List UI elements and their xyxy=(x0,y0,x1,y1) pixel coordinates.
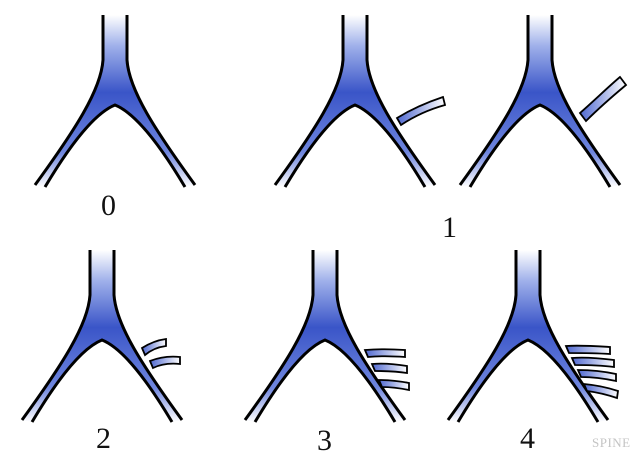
branch-vein xyxy=(566,346,610,354)
branch-vein xyxy=(365,349,405,357)
grade-label: 2 xyxy=(96,422,111,452)
grade-label: 1 xyxy=(442,211,457,244)
branch-vein xyxy=(142,339,166,355)
panel-grade-4: 4 xyxy=(448,250,618,452)
branch-vein xyxy=(397,97,445,125)
panel-grade-1-variant-b: 1 xyxy=(442,15,626,244)
branch-vein xyxy=(372,364,407,373)
branch-vein xyxy=(578,370,616,381)
vein-trunk xyxy=(275,15,435,187)
panel-grade-0: 0 xyxy=(35,15,195,222)
vein-trunk xyxy=(35,15,195,187)
vein-trunk xyxy=(245,250,405,422)
panel-grade-2: 2 xyxy=(22,250,182,452)
vein-trunk xyxy=(448,250,608,422)
watermark-text: SPINE xyxy=(592,435,631,450)
branch-vein xyxy=(580,77,626,121)
grade-label: 3 xyxy=(317,424,332,452)
panel-grade-1-variant-a xyxy=(275,15,445,187)
grade-label: 4 xyxy=(520,422,535,452)
grade-label: 0 xyxy=(101,189,116,222)
vein-trunk xyxy=(22,250,182,422)
panel-grade-3: 3 xyxy=(245,250,409,452)
branch-vein xyxy=(150,357,180,368)
branch-vein xyxy=(572,358,614,367)
